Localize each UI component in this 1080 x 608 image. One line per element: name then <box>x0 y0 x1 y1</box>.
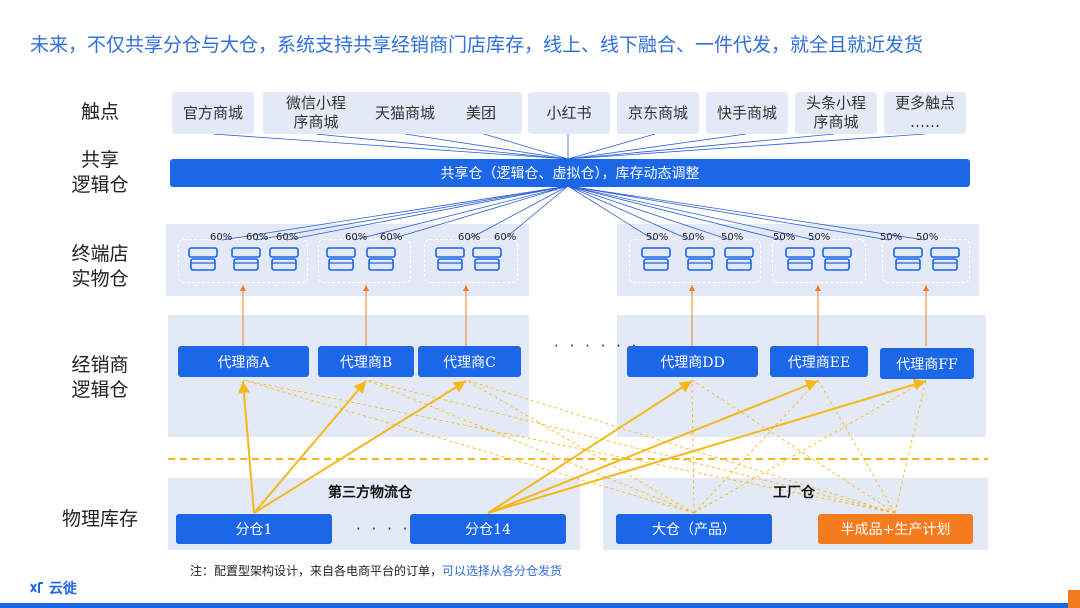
ellipsis-dealers: · · · · · · <box>554 337 640 355</box>
dealer-dd: 代理商DD <box>627 346 758 377</box>
row-label-dealer: 经销商 逻辑仓 <box>71 354 129 401</box>
pct-label: 50% <box>773 232 796 243</box>
dealer-c: 代理商C <box>418 346 521 377</box>
pct-label: 50% <box>721 232 744 243</box>
factory-dashed-lines <box>242 379 927 514</box>
dealer-ff: 代理商FF <box>880 348 974 379</box>
touchpoint-wechat-miniprogram: 微信小程 序商城 <box>263 92 369 134</box>
pct-label: 50% <box>880 232 903 243</box>
pct-label: 60% <box>345 232 368 243</box>
section-third-party: 第三方物流仓 <box>328 485 412 501</box>
row-label-touch: 触点 <box>80 101 119 123</box>
footnote-highlight: 可以选择从各分仓发货 <box>442 564 563 578</box>
touchpoint-more: 更多触点 …… <box>884 92 966 134</box>
touchpoint-official-mall: 官方商城 <box>172 92 254 134</box>
touchpoint-meituan: 美团 <box>440 92 522 134</box>
warehouse-14: 分仓14 <box>410 514 566 544</box>
pct-label: 60% <box>494 232 517 243</box>
page-title: 未来，不仅共享分仓与大仓，系统支持共享经销商门店库存，线上、线下融合、一件代发，… <box>30 34 924 56</box>
store-group-4 <box>629 239 761 283</box>
dealer-ee: 代理商EE <box>770 346 868 377</box>
pct-label: 60% <box>246 232 269 243</box>
store-group-5 <box>772 239 866 283</box>
store-group-2 <box>318 239 411 283</box>
row-label-terminal: 终端店 实物仓 <box>71 243 129 290</box>
touch-fan-lines <box>212 133 926 160</box>
semi-finished-plan: 半成品+生产计划 <box>818 514 973 544</box>
touchpoint-kuaishou: 快手商城 <box>706 92 788 134</box>
logo-mark-icon <box>30 582 44 594</box>
pct-label: 50% <box>646 232 669 243</box>
pct-label: 50% <box>682 232 705 243</box>
section-factory: 工厂仓 <box>773 485 815 501</box>
logo-text: 云徙 <box>48 581 77 597</box>
terminal-panel-left <box>166 224 529 296</box>
warehouse-1: 分仓1 <box>176 514 332 544</box>
touchpoint-toutiao-miniprogram: 头条小程 序商城 <box>795 92 877 134</box>
pct-label: 60% <box>210 232 233 243</box>
pct-label: 50% <box>808 232 831 243</box>
touchpoint-xiaohongshu: 小红书 <box>528 92 610 134</box>
pct-label: 60% <box>458 232 481 243</box>
footnote-text: 注：配置型架构设计，来自各电商平台的订单， <box>190 564 443 578</box>
warehouse-solid-arrows <box>238 378 927 514</box>
logo: 云徙 <box>30 578 77 598</box>
pct-label: 50% <box>916 232 939 243</box>
dealer-a: 代理商A <box>178 346 309 377</box>
store-icons <box>188 247 960 271</box>
footer-bar-blue <box>0 603 1068 608</box>
store-group-3 <box>424 239 518 283</box>
warehouse-big: 大仓（产品） <box>616 514 772 544</box>
store-group-6 <box>882 239 970 283</box>
touchpoint-jd: 京东商城 <box>617 92 699 134</box>
footer-bar-orange <box>1068 590 1080 608</box>
shared-warehouse-bar: 共享仓（逻辑仓、虚拟仓），库存动态调整 <box>170 159 970 187</box>
dealer-to-store-arrows <box>240 285 929 346</box>
footnote: 注：配置型架构设计，来自各电商平台的订单，可以选择从各分仓发货 <box>190 562 562 579</box>
dealer-b: 代理商B <box>318 346 414 377</box>
pct-label: 60% <box>276 232 299 243</box>
pct-label: 60% <box>380 232 403 243</box>
store-fan-lines <box>221 185 926 241</box>
row-label-shared: 共享 逻辑仓 <box>71 149 129 196</box>
store-group-1 <box>178 239 308 283</box>
row-label-physical: 物理库存 <box>61 508 138 530</box>
